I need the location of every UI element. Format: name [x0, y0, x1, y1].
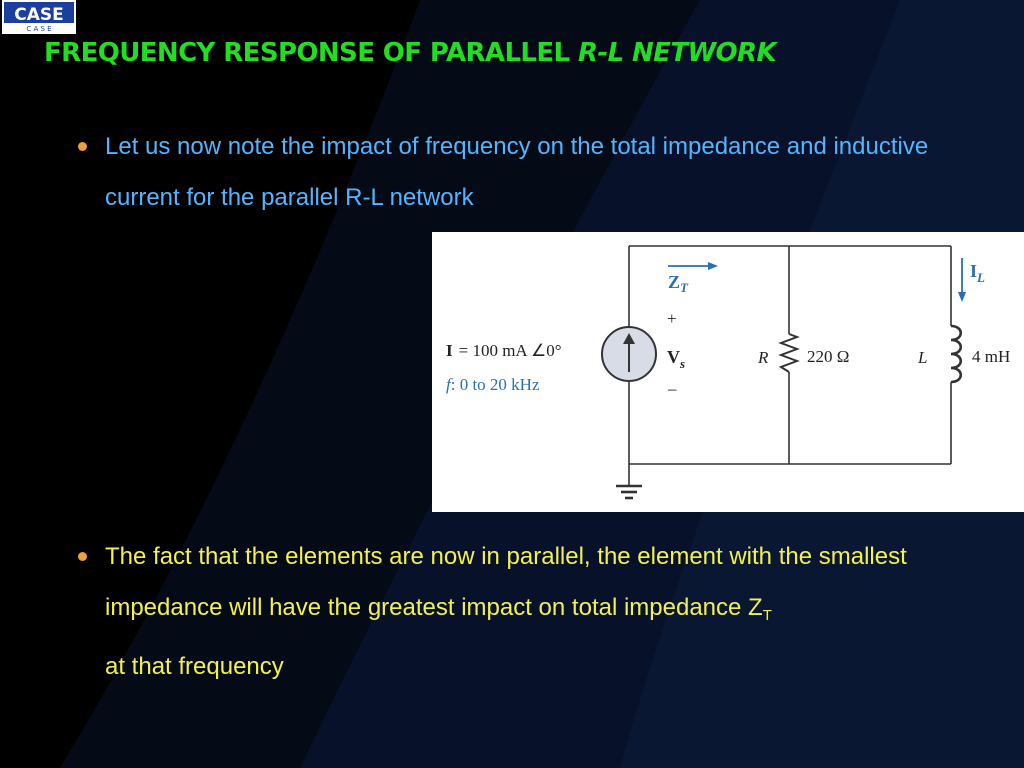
bullet-2-text: The fact that the elements are now in pa…	[105, 531, 998, 692]
circuit-wires	[628, 245, 952, 486]
resistor-label: R	[757, 348, 769, 367]
logo-caption: C A S E	[26, 25, 51, 33]
il-label: IL	[970, 261, 985, 285]
ground-icon	[616, 484, 642, 500]
bullet-1-text: Let us now note the impact of frequency …	[105, 133, 929, 211]
bullet-2-tail: at that frequency	[105, 653, 284, 680]
title-main: FREQUENCY RESPONSE OF PARALLEL	[44, 38, 578, 68]
resistor-icon	[778, 333, 800, 373]
inductor-label: L	[917, 348, 927, 367]
il-arrow-icon	[958, 258, 966, 302]
vs-label: Vs	[667, 347, 685, 371]
zt-arrow-icon	[668, 262, 718, 270]
frequency-range: f: 0 to 20 kHz	[446, 375, 540, 394]
circuit-diagram: ZT + Vs – I= 100 mA ∠0° f: 0 to 20 kHz R…	[432, 232, 1024, 512]
bullet-2-subscript: T	[762, 607, 772, 624]
current-source-icon	[601, 326, 657, 382]
zt-label: ZT	[668, 272, 689, 295]
source-label: I= 100 mA ∠0°	[446, 341, 562, 360]
case-logo: CASE C A S E	[2, 0, 76, 34]
slide-title: FREQUENCY RESPONSE OF PARALLEL R-L NETWO…	[44, 38, 777, 68]
bullet-2-main: The fact that the elements are now in pa…	[105, 543, 907, 621]
bullet-1: Let us now note the impact of frequency …	[78, 121, 998, 223]
vs-plus: +	[667, 309, 677, 328]
bullet-2: The fact that the elements are now in pa…	[78, 531, 998, 692]
bullet-marker	[78, 142, 87, 151]
logo-mark: CASE	[14, 5, 64, 25]
bullet-marker	[78, 552, 87, 561]
resistor-value: 220 Ω	[807, 347, 849, 366]
inductor-icon	[950, 324, 963, 384]
inductor-value: 4 mH	[972, 347, 1010, 366]
vs-minus: –	[667, 379, 677, 398]
title-italic: R-L NETWORK	[577, 38, 777, 68]
